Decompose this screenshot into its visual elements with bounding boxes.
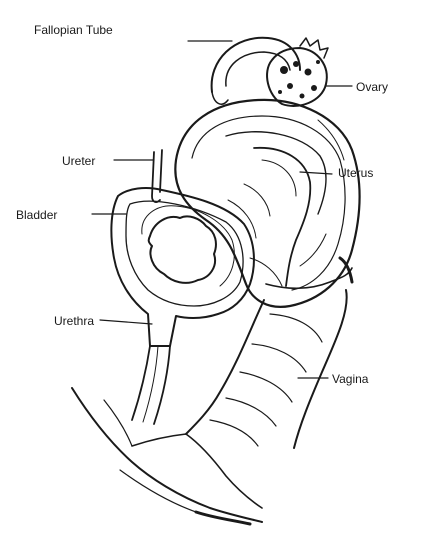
label-bladder: Bladder xyxy=(16,208,57,222)
urethra-shape xyxy=(132,346,170,424)
uterus-leader xyxy=(300,172,332,174)
ovary-shape xyxy=(267,38,328,106)
leader-lines xyxy=(92,41,352,378)
perineum-shape xyxy=(72,388,262,524)
label-ureter: Ureter xyxy=(62,154,95,168)
label-ovary: Ovary xyxy=(356,80,388,94)
uterus-shape xyxy=(175,100,359,307)
ureter-shape xyxy=(152,150,162,202)
label-fallopian-tube: Fallopian Tube xyxy=(34,23,113,37)
urethra-leader xyxy=(100,320,152,324)
vagina-shape xyxy=(186,258,352,448)
label-uterus: Uterus xyxy=(338,166,373,180)
label-vagina: Vagina xyxy=(332,372,368,386)
label-urethra: Urethra xyxy=(54,314,94,328)
